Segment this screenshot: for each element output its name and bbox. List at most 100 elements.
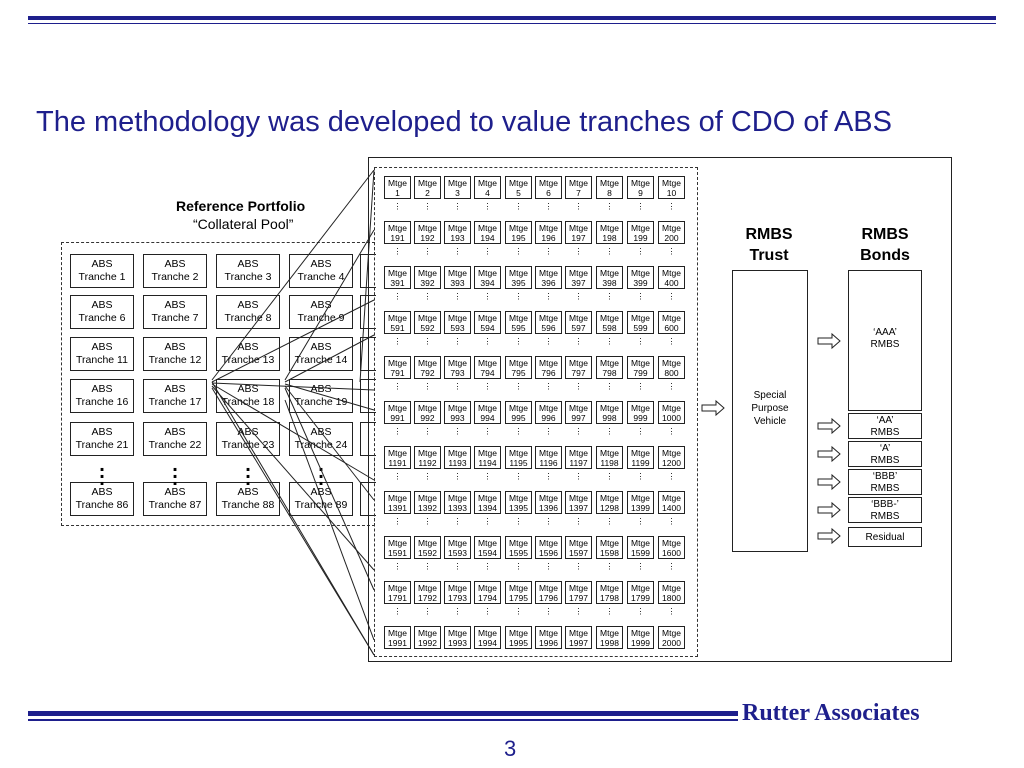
- ellipsis-vertical-icon: ⋮: [574, 562, 583, 571]
- mortgage-box: Mtge 1794: [474, 581, 501, 604]
- mortgage-box: Mtge 1996: [535, 626, 562, 649]
- mortgage-box: Mtge 1999: [627, 626, 654, 649]
- mortgage-box: Mtge 196: [535, 221, 562, 244]
- mortgage-box: Mtge 991: [384, 401, 411, 424]
- reference-portfolio-subtitle: “Collateral Pool”: [193, 216, 294, 232]
- ellipsis-vertical-icon: ⋮: [483, 247, 492, 256]
- mortgage-box: Mtge 1998: [596, 626, 623, 649]
- ellipsis-vertical-icon: ⋮: [514, 337, 523, 346]
- mortgage-box: Mtge 1195: [505, 446, 532, 469]
- ellipsis-vertical-icon: ⋮: [636, 292, 645, 301]
- tranche-box: ABS Tranche 4: [289, 254, 353, 288]
- mortgage-box: Mtge 197: [565, 221, 592, 244]
- ellipsis-vertical-icon: ⋮: [514, 607, 523, 616]
- ellipsis-vertical-icon: ⋮: [453, 382, 462, 391]
- reference-portfolio-title: Reference Portfolio: [176, 198, 306, 214]
- mortgage-box: Mtge 199: [627, 221, 654, 244]
- arrow-icon: [817, 332, 841, 350]
- mortgage-box: Mtge 400: [658, 266, 685, 289]
- mortgage-box: Mtge 4: [474, 176, 501, 199]
- mortgage-box: Mtge 2: [414, 176, 441, 199]
- mortgage-box: Mtge 1392: [414, 491, 441, 514]
- ellipsis-vertical-icon: ⋮: [605, 472, 614, 481]
- tranche-box: ABS Tranche 88: [216, 482, 280, 516]
- mortgage-box: Mtge 1800: [658, 581, 685, 604]
- mortgage-box: Mtge 592: [414, 311, 441, 334]
- footer-rule: [28, 711, 738, 716]
- ellipsis-vertical-icon: ⋮: [574, 427, 583, 436]
- spv-label: Special Purpose Vehicle: [751, 390, 789, 427]
- mortgage-box: Mtge 395: [505, 266, 532, 289]
- ellipsis-vertical-icon: ⋮: [667, 247, 676, 256]
- mortgage-box: Mtge 396: [535, 266, 562, 289]
- ellipsis-vertical-icon: ⋮: [636, 472, 645, 481]
- mortgage-box: Mtge 198: [596, 221, 623, 244]
- ellipsis-vertical-icon: ⋮: [667, 517, 676, 526]
- brand-name: Rutter Associates: [742, 700, 920, 726]
- mortgage-box: Mtge 194: [474, 221, 501, 244]
- tranche-box: ABS Tranche 16: [70, 379, 134, 413]
- tranche-box: ABS Tranche 21: [70, 422, 134, 456]
- tranche-box: ABS Tranche 8: [216, 295, 280, 329]
- page-title: The methodology was developed to value t…: [36, 106, 892, 138]
- mortgage-box: Mtge 1997: [565, 626, 592, 649]
- ellipsis-vertical-icon: ⋮: [423, 562, 432, 571]
- mortgage-box: Mtge 200: [658, 221, 685, 244]
- tranche-box: ABS Tranche 86: [70, 482, 134, 516]
- mortgage-box: Mtge 1600: [658, 536, 685, 559]
- ellipsis-vertical-icon: ⋮: [544, 562, 553, 571]
- mortgage-box: Mtge 1397: [565, 491, 592, 514]
- ellipsis-vertical-icon: ⋮: [453, 517, 462, 526]
- ellipsis-vertical-icon: ⋮: [393, 562, 402, 571]
- ellipsis-vertical-icon: ⋮: [636, 382, 645, 391]
- ellipsis-vertical-icon: ⋮: [667, 202, 676, 211]
- mortgage-box: Mtge 995: [505, 401, 532, 424]
- ellipsis-vertical-icon: ⋮: [544, 517, 553, 526]
- mortgage-box: Mtge 6: [535, 176, 562, 199]
- mortgage-box: Mtge 599: [627, 311, 654, 334]
- mortgage-box: Mtge 1993: [444, 626, 471, 649]
- tranche-box: ABS Tranche 9: [289, 295, 353, 329]
- ellipsis-vertical-icon: ⋮: [667, 292, 676, 301]
- mortgage-box: Mtge 996: [535, 401, 562, 424]
- ellipsis-vertical-icon: ...: [172, 454, 178, 490]
- arrow-icon: [817, 417, 841, 435]
- ellipsis-vertical-icon: ⋮: [514, 292, 523, 301]
- ellipsis-vertical-icon: ⋮: [544, 202, 553, 211]
- ellipsis-vertical-icon: ⋮: [514, 382, 523, 391]
- ellipsis-vertical-icon: ⋮: [544, 472, 553, 481]
- tranche-box: ABS Tranche 7: [143, 295, 207, 329]
- ellipsis-vertical-icon: ⋮: [605, 517, 614, 526]
- mortgage-box: Mtge 1198: [596, 446, 623, 469]
- ellipsis-vertical-icon: ⋮: [667, 472, 676, 481]
- mortgage-box: Mtge 3: [444, 176, 471, 199]
- ellipsis-vertical-icon: ⋮: [393, 292, 402, 301]
- tranche-box: ABS Tranche 1: [70, 254, 134, 288]
- special-purpose-vehicle-box: Special Purpose Vehicle: [732, 270, 808, 552]
- mortgage-box: Mtge 193: [444, 221, 471, 244]
- ellipsis-vertical-icon: ⋮: [393, 517, 402, 526]
- tranche-box: ABS Tranche 89: [289, 482, 353, 516]
- ellipsis-vertical-icon: ⋮: [423, 517, 432, 526]
- ellipsis-vertical-icon: ⋮: [453, 337, 462, 346]
- mortgage-box: Mtge 1298: [596, 491, 623, 514]
- mortgage-box: Mtge 993: [444, 401, 471, 424]
- aaa-bond-label: ‘AAA’ RMBS: [870, 327, 900, 350]
- mortgage-box: Mtge 1793: [444, 581, 471, 604]
- ellipsis-vertical-icon: ⋮: [605, 292, 614, 301]
- ellipsis-vertical-icon: ⋮: [483, 472, 492, 481]
- bbb-bond-box: ‘BBB’ RMBS: [848, 469, 922, 495]
- aaa-bond-box: ‘AAA’ RMBS: [848, 270, 922, 411]
- mortgage-box: Mtge 1395: [505, 491, 532, 514]
- mortgage-box: Mtge 1196: [535, 446, 562, 469]
- mortgage-box: Mtge 593: [444, 311, 471, 334]
- ellipsis-vertical-icon: ⋮: [574, 337, 583, 346]
- mortgage-box: Mtge 1799: [627, 581, 654, 604]
- rmbs-bonds-heading: RMBS Bonds: [860, 226, 910, 264]
- ellipsis-vertical-icon: ⋮: [574, 472, 583, 481]
- ellipsis-vertical-icon: ⋮: [423, 472, 432, 481]
- ellipsis-vertical-icon: ⋮: [636, 337, 645, 346]
- mortgage-box: Mtge 1995: [505, 626, 532, 649]
- ellipsis-vertical-icon: ⋮: [453, 292, 462, 301]
